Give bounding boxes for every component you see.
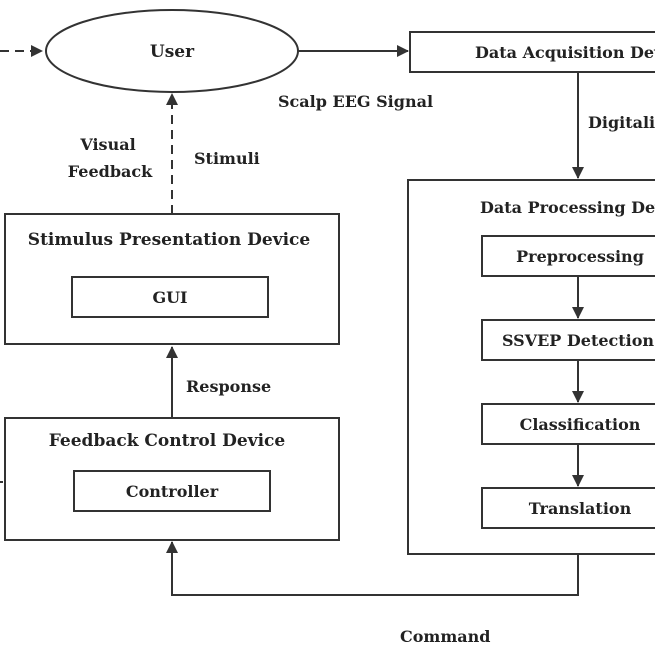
data-processing-label: Data Processing Dev [480,198,655,217]
response-label: Response [186,377,271,396]
preprocessing-step: Preprocessing [481,235,655,277]
user-label: User [150,42,195,62]
visual-label: Visual [79,135,135,154]
stimulus-presentation-label: Stimulus Presentation Device [28,230,311,250]
data-acquisition-node: Data Acquisition Dev [409,31,655,73]
user-node: User [45,9,299,93]
stimulus-presentation-node: Stimulus Presentation Device GUI [4,213,340,345]
ssvep-detection-label: SSVEP Detection [502,331,654,350]
classification-step: Classification [481,403,655,445]
scalp-eeg-label: Scalp EEG Signal [278,92,433,111]
digitalize-label: Digitaliz [588,113,655,132]
stimuli-label: Stimuli [194,149,260,168]
translation-step: Translation [481,487,655,529]
ssvep-detection-step: SSVEP Detection [481,319,655,361]
command-arrow [166,541,579,596]
feedback-label: Feedback [68,162,153,181]
gui-label: GUI [152,288,187,307]
translation-label: Translation [529,499,632,518]
command-label: Command [400,627,490,646]
feedback-control-node: Feedback Control Device Controller [4,417,340,541]
data-acquisition-label: Data Acquisition Dev [475,43,655,62]
feedback-control-label: Feedback Control Device [49,431,286,451]
preprocessing-label: Preprocessing [516,247,644,266]
classification-label: Classification [520,415,641,434]
controller-label: Controller [126,482,219,501]
